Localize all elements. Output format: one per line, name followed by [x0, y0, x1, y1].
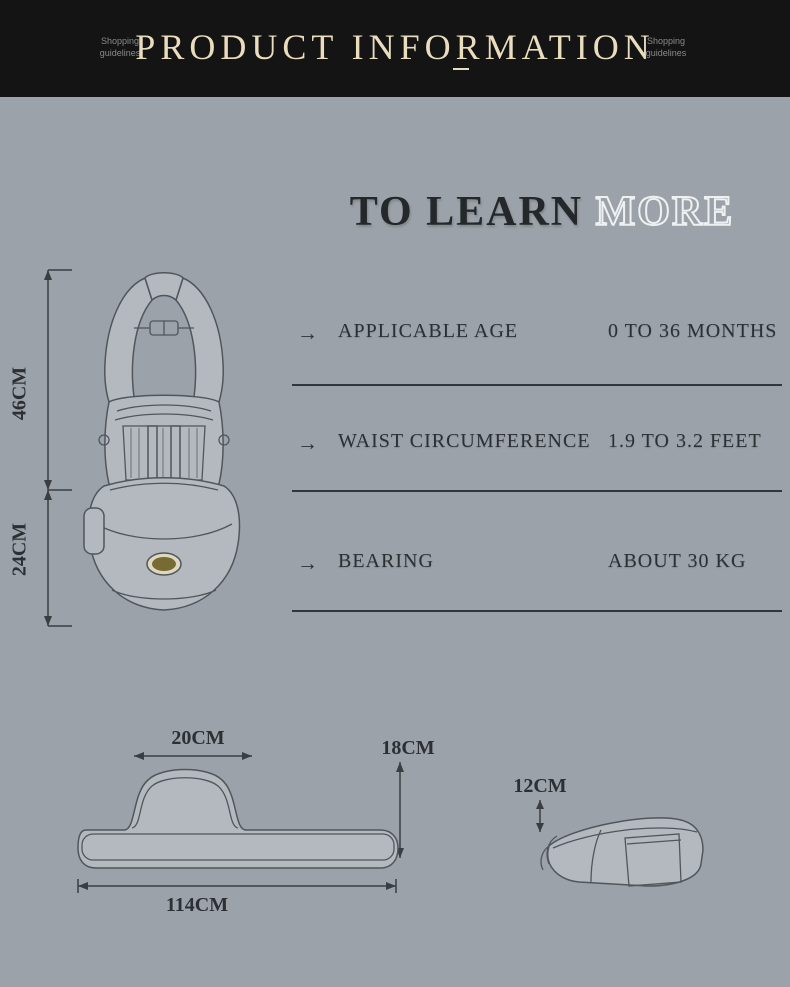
separator-line — [292, 490, 782, 492]
shopping-guidelines-left: Shopping guidelines — [92, 35, 148, 59]
spec-value: ABOUT 30 KG — [608, 550, 747, 572]
seat-height-dimension: 24CM — [8, 522, 31, 577]
hip-seat-side-illustration — [536, 800, 704, 887]
back-height-dimension: 46CM — [8, 366, 31, 421]
shopping-guidelines-left-line2: guidelines — [99, 48, 141, 59]
arrow-icon: → — [297, 551, 318, 575]
side-height-dimension: 12CM — [513, 775, 567, 797]
carrier-dimension-bracket — [44, 269, 72, 627]
baby-carrier-illustration — [83, 272, 241, 611]
spec-label: APPLICABLE AGE — [338, 320, 519, 342]
spec-row-applicable-age: → APPLICABLE AGE 0 TO 36 MONTHS — [292, 320, 782, 350]
section-title: TO LEARN MORE — [282, 188, 790, 236]
shopping-guidelines-right-line2: guidelines — [645, 48, 687, 59]
page-title: PRODUCT INFORMATION — [135, 27, 655, 67]
hip-seat-profile-illustration — [77, 752, 404, 893]
base-width-dimension: 114CM — [165, 894, 229, 916]
shopping-guidelines-right: Shopping guidelines — [638, 35, 694, 59]
spec-value: 1.9 TO 3.2 FEET — [608, 430, 762, 452]
spec-row-waist-circumference: → WAIST CIRCUMFERENCE 1.9 TO 3.2 FEET — [292, 430, 782, 460]
header-bar: Shopping guidelines PRODUCT INFORMATION … — [0, 0, 790, 97]
spec-label: WAIST CIRCUMFERENCE — [338, 430, 591, 452]
seat-height-dimension-label: 18CM — [381, 737, 435, 759]
arrow-icon: → — [297, 321, 318, 345]
shopping-guidelines-left-line1: Shopping — [100, 36, 140, 46]
mesh-hatching — [130, 428, 198, 478]
arrow-icon: → — [297, 431, 318, 455]
handle-width-dimension: 20CM — [171, 727, 225, 749]
spec-label: BEARING — [338, 550, 434, 572]
separator-line — [292, 610, 782, 612]
spec-row-bearing: → BEARING ABOUT 30 KG — [292, 550, 782, 580]
section-title-outline: MORE — [595, 188, 735, 236]
section-title-solid: TO LEARN — [349, 189, 596, 235]
spec-value: 0 TO 36 MONTHS — [608, 320, 778, 342]
title-underline — [453, 68, 469, 70]
separator-line — [292, 384, 782, 386]
shopping-guidelines-right-line1: Shopping — [646, 36, 686, 46]
